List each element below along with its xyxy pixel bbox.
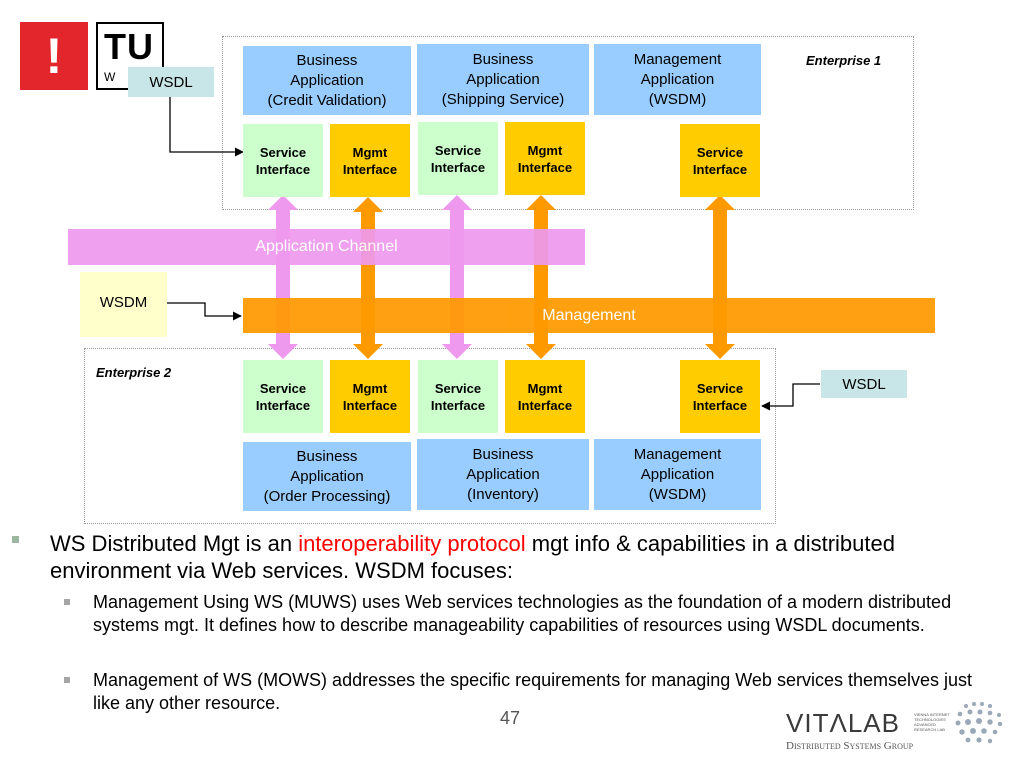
e2-mgmt-interface-1: Mgmt Interface [330, 360, 410, 433]
e1-app-management-wsdm: Management Application (WSDM) [594, 44, 761, 115]
e2-service-interface-3: Service Interface [680, 360, 760, 433]
vitalab-logo-small: VIENNA INTERNET TECHNOLOGIES ADVANCED RE… [914, 712, 950, 732]
e2-app-management-wsdm: Management Application (WSDM) [594, 439, 761, 510]
bullet-1-highlight: interoperability protocol [298, 531, 526, 556]
sub-bullet-1: Management Using WS (MUWS) uses Web serv… [93, 592, 952, 635]
sub-bullet-1-marker [64, 599, 70, 605]
bullet-1-pre: WS Distributed Mgt is an [50, 531, 299, 556]
vitalab-logo: VITΛLAB VIENNA INTERNET TECHNOLOGIES ADV… [786, 702, 1011, 760]
e1-service-interface-1: Service Interface [243, 124, 323, 197]
page-number: 47 [500, 708, 521, 728]
e1-mgmt-interface-2: Mgmt Interface [505, 122, 585, 195]
wsdm-label: WSDM [80, 272, 167, 337]
exclaim-logo: ! [20, 22, 88, 90]
e2-service-interface-2: Service Interface [418, 360, 498, 433]
vitalab-logo-text: VITΛLAB [786, 708, 900, 738]
e1-app-shipping-service: Business Application (Shipping Service) [417, 44, 589, 115]
e1-app-credit-validation: Business Application (Credit Validation) [243, 46, 411, 115]
mgmt-arrow-1 [353, 197, 383, 359]
mgmt-arrow-2 [526, 195, 556, 359]
bullet-1-post: mgt info & capabilities in a distributed… [50, 531, 895, 583]
bullet-1-marker [12, 536, 19, 543]
e2-service-interface-1: Service Interface [243, 360, 323, 433]
e1-mgmt-interface-1: Mgmt Interface [330, 124, 410, 197]
wsdl-top-connector [169, 96, 244, 157]
enterprise-1-border [222, 36, 914, 210]
mgmt-arrow-3 [705, 195, 735, 359]
dsg-text: Distributed Systems Group [786, 740, 914, 752]
bullet-1: WS Distributed Mgt is an interoperabilit… [50, 530, 980, 584]
tu-logo-text: TU [104, 26, 154, 67]
e1-service-interface-2: Service Interface [418, 122, 498, 195]
enterprise-2-border [84, 348, 776, 524]
wsdl-label-right: WSDL [821, 370, 907, 398]
enterprise-1-label: Enterprise 1 [806, 53, 882, 68]
vitalab-dots-icon [955, 702, 1003, 744]
e2-mgmt-interface-2: Mgmt Interface [505, 360, 585, 433]
application-channel-bar: Application Channel [68, 229, 585, 265]
e2-app-order-processing: Business Application (Order Processing) [243, 442, 411, 511]
e2-app-inventory: Business Application (Inventory) [417, 439, 589, 510]
app-arrow-2 [442, 195, 472, 359]
sub-bullet-2: Management of WS (MOWS) addresses the sp… [93, 670, 973, 713]
app-arrow-1 [268, 195, 298, 359]
wsdm-connector [166, 302, 242, 321]
sub-bullet-2-marker [64, 677, 70, 683]
management-bar: Management [243, 298, 935, 333]
wsdl-right-connector [761, 383, 820, 411]
e1-service-interface-3: Service Interface [680, 124, 760, 197]
wsdl-label-top: WSDL [128, 67, 214, 97]
enterprise-2-label: Enterprise 2 [96, 365, 172, 380]
tu-logo-sub: W I [104, 70, 137, 84]
